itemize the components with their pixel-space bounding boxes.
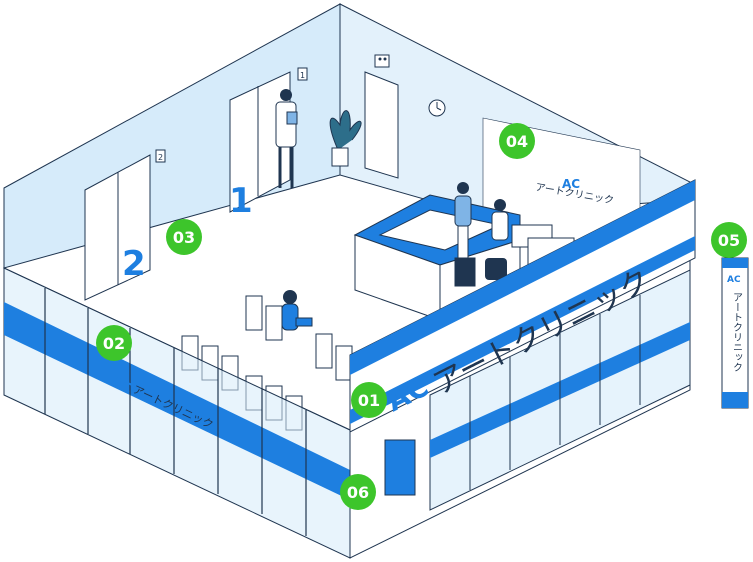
reception-staff xyxy=(454,182,509,262)
marker-03[interactable]: 03 xyxy=(166,219,202,255)
waiting-patient xyxy=(281,290,313,331)
pylon-sign: AC アートクリニック xyxy=(721,257,749,409)
marker-01[interactable]: 01 xyxy=(351,382,387,418)
svg-text:06: 06 xyxy=(347,483,369,502)
svg-text:05: 05 xyxy=(718,231,740,250)
pylon-clinic-name: アートクリニック xyxy=(731,292,742,372)
room-2-plate: 2 xyxy=(158,153,163,162)
restroom-door[interactable] xyxy=(364,54,399,179)
glass-facade: AC アートクリニック xyxy=(3,267,351,559)
front-facade xyxy=(349,254,691,559)
marker-04[interactable]: 04 xyxy=(499,123,535,159)
room-1-plate: 1 xyxy=(300,71,305,80)
clock-icon xyxy=(428,99,446,117)
reception-chair xyxy=(485,258,507,280)
marker-02[interactable]: 02 xyxy=(96,325,132,361)
marker-06[interactable]: 06 xyxy=(340,474,376,510)
reception-monitor xyxy=(454,257,476,287)
doctor-figure xyxy=(275,89,298,188)
exam-room-1-door[interactable]: 1 1 xyxy=(229,67,308,221)
pylon-logo: AC xyxy=(727,275,741,285)
exam-room-2-door[interactable]: 2 2 xyxy=(84,149,166,301)
wall-sign-logo: AC xyxy=(562,177,580,191)
room-2-number: 2 xyxy=(122,244,146,284)
marker-05[interactable]: 05 xyxy=(711,222,747,258)
room-1-number: 1 xyxy=(229,181,253,221)
svg-text:02: 02 xyxy=(103,334,125,353)
potted-plant xyxy=(329,110,362,167)
notice-board xyxy=(384,439,416,496)
svg-text:01: 01 xyxy=(358,391,380,410)
svg-text:03: 03 xyxy=(173,228,195,247)
svg-text:04: 04 xyxy=(506,132,528,151)
